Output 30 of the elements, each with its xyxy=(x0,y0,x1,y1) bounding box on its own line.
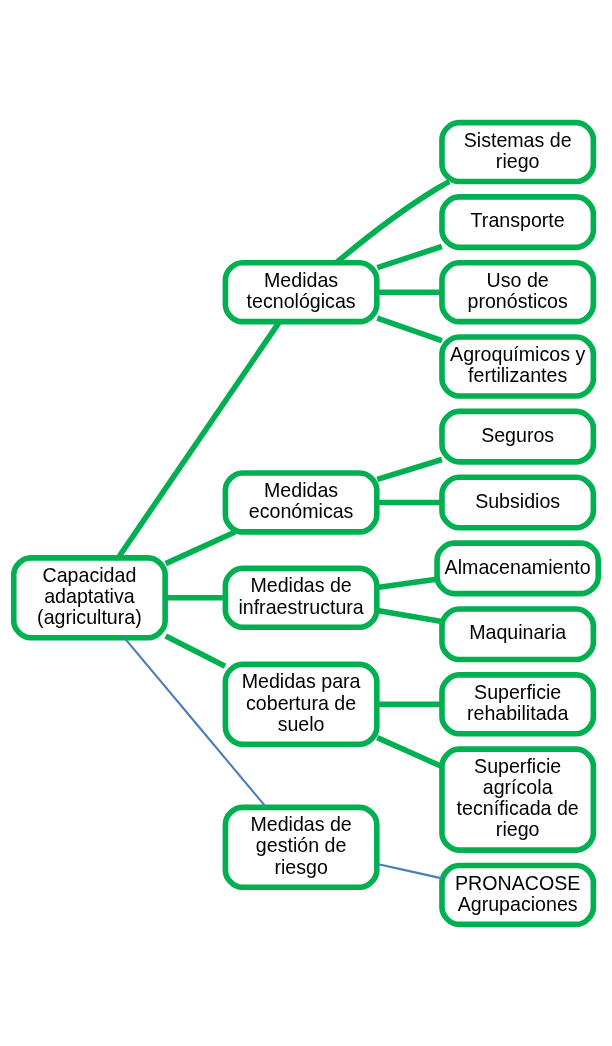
node-box: Transporte xyxy=(439,193,597,250)
connector xyxy=(376,456,443,482)
connector xyxy=(376,243,443,270)
connector xyxy=(123,636,268,808)
node-box: Medidas de infraestructura xyxy=(222,565,380,630)
node-box: Superficie agrícola tecníficada de riego xyxy=(439,745,597,853)
connector xyxy=(377,288,442,295)
node-box: Medidas de gestión de riesgo xyxy=(222,804,380,890)
node-box: Sistemas de riego xyxy=(439,119,597,184)
node-box: Medidas económicas xyxy=(222,469,380,535)
node-box: Medidas para cobertura de suelo xyxy=(222,661,380,747)
node-box: Almacenamiento xyxy=(434,539,602,596)
connector xyxy=(377,862,443,879)
connector xyxy=(164,632,227,669)
node-box: Uso de pronósticos xyxy=(439,259,597,324)
node-box: Capacidad adaptativa (agricultura) xyxy=(10,554,168,641)
node-box: Maquinaria xyxy=(439,605,597,662)
connector xyxy=(164,528,237,566)
connector xyxy=(376,607,443,624)
connector xyxy=(376,576,438,590)
node-box: Subsidios xyxy=(439,473,597,530)
connector xyxy=(377,701,442,707)
node-box: Superficie rehabilitada xyxy=(439,671,597,737)
connector xyxy=(376,315,443,343)
node-box: Seguros xyxy=(439,408,597,465)
node-box: PRONACOSE Agrupaciones xyxy=(439,862,597,927)
node-box: Agroquímicos y fertilizantes xyxy=(439,333,597,399)
connector xyxy=(165,594,226,601)
connector xyxy=(377,499,442,505)
node-box: Medidas tecnológicas xyxy=(222,259,380,324)
